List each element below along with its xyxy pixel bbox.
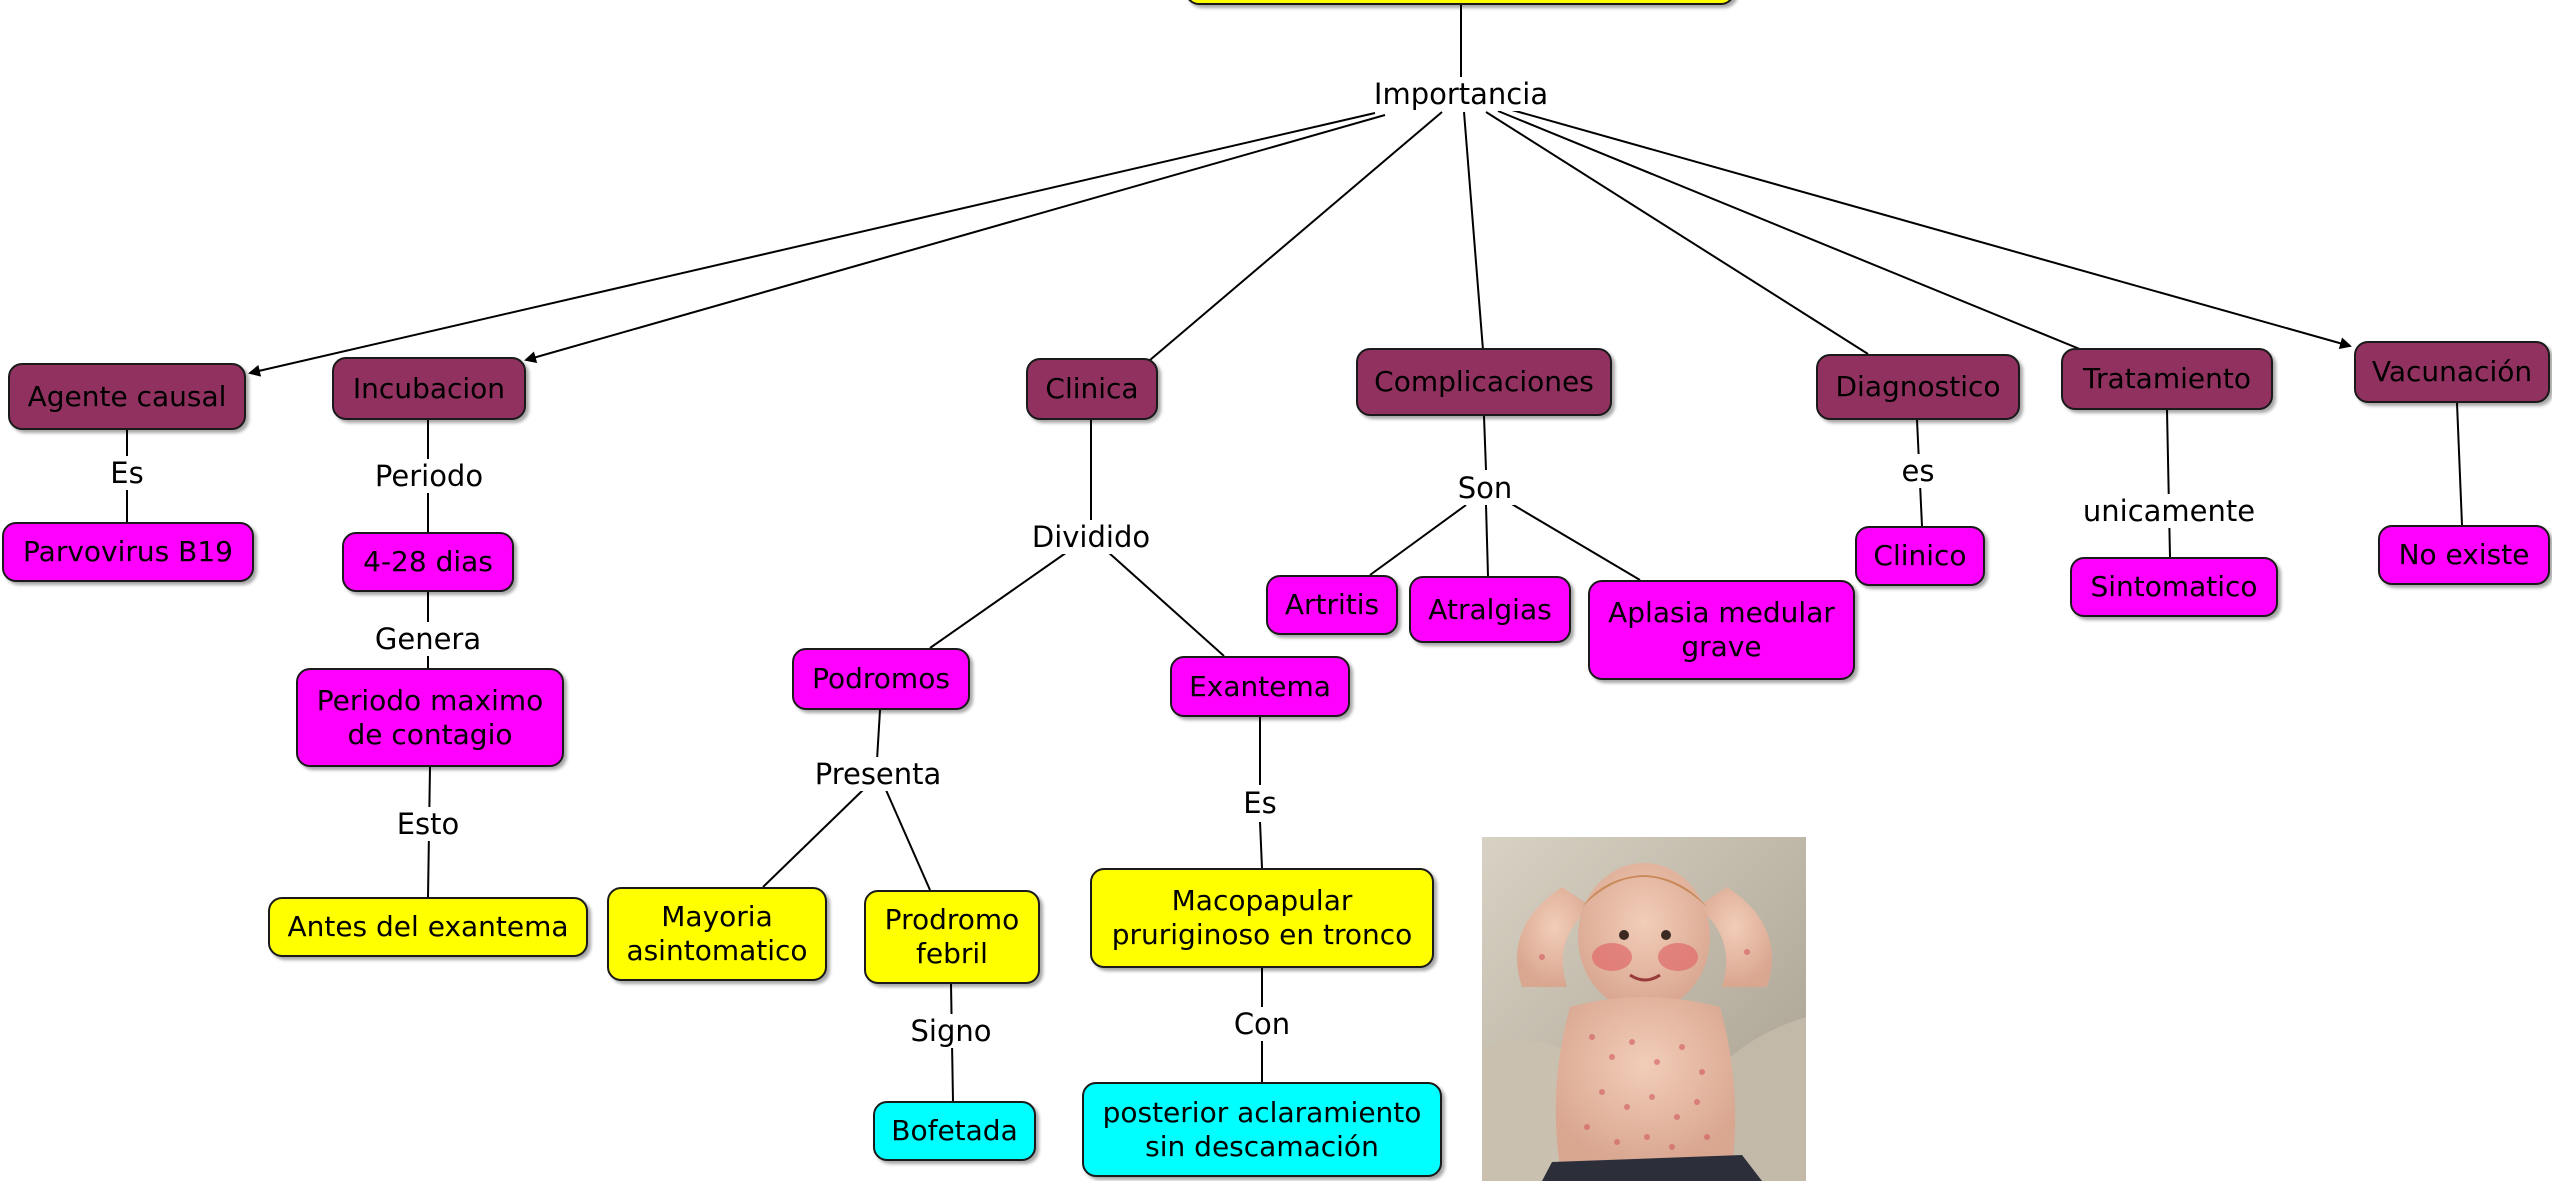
node-4-28-dias[interactable]: 4-28 dias <box>342 532 514 592</box>
link-label-con: Con <box>1231 1007 1293 1041</box>
node-bofetada[interactable]: Bofetada <box>873 1101 1036 1161</box>
node-incubacion[interactable]: Incubacion <box>332 357 526 420</box>
link-label-unicamente: unicamente <box>2080 494 2258 528</box>
node-complicaciones[interactable]: Complicaciones <box>1356 348 1612 416</box>
link-label-esto: Esto <box>394 807 462 841</box>
node-diagnostico[interactable]: Diagnostico <box>1816 354 2020 420</box>
link-label-signo: Signo <box>908 1014 994 1048</box>
node-clinica[interactable]: Clinica <box>1026 358 1158 420</box>
node-macopapular[interactable]: Macopapular pruriginoso en tronco <box>1090 868 1434 968</box>
link-label-es-diagnostico: es <box>1899 454 1937 488</box>
node-atralgias[interactable]: Atralgias <box>1409 576 1571 643</box>
link-label-es-agente: Es <box>108 456 146 490</box>
node-parvovirus[interactable]: Parvovirus B19 <box>2 522 254 582</box>
link-label-periodo: Periodo <box>372 459 486 493</box>
link-label-importancia: Importancia <box>1371 77 1551 111</box>
node-tratamiento[interactable]: Tratamiento <box>2061 348 2273 410</box>
node-aplasia-medular[interactable]: Aplasia medular grave <box>1588 580 1855 680</box>
link-label-dividido: Dividido <box>1029 520 1153 554</box>
node-vacunacion[interactable]: Vacunación <box>2354 341 2550 403</box>
node-clinico[interactable]: Clinico <box>1855 526 1985 586</box>
link-label-son: Son <box>1455 471 1515 505</box>
node-prodromo-febril[interactable]: Prodromo febril <box>864 890 1040 984</box>
node-sintomatico[interactable]: Sintomatico <box>2070 557 2278 617</box>
node-periodo-maximo[interactable]: Periodo maximo de contagio <box>296 668 564 767</box>
node-no-existe[interactable]: No existe <box>2378 525 2550 585</box>
node-exantema[interactable]: Exantema <box>1170 656 1350 717</box>
child-rash-photo <box>1482 837 1806 1181</box>
node-posterior-aclaramiento[interactable]: posterior aclaramiento sin descamación <box>1082 1082 1442 1177</box>
node-antes-exantema[interactable]: Antes del exantema <box>268 897 588 957</box>
root-concept-node[interactable] <box>1185 0 1735 5</box>
node-artritis[interactable]: Artritis <box>1266 575 1398 635</box>
node-agente-causal[interactable]: Agente causal <box>8 363 246 430</box>
node-podromos[interactable]: Podromos <box>792 648 970 710</box>
link-label-presenta: Presenta <box>812 757 944 791</box>
node-mayoria-asintomatico[interactable]: Mayoria asintomatico <box>607 887 827 981</box>
link-label-genera: Genera <box>372 622 484 656</box>
link-label-es-exantema: Es <box>1241 786 1279 820</box>
